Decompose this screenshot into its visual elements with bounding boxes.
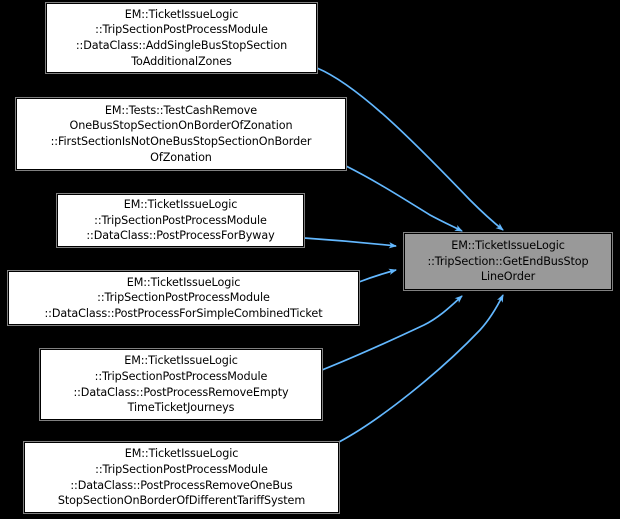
caller-node-label: EM::TicketIssueLogic ::TripSectionPostPr… bbox=[73, 354, 289, 415]
call-edge bbox=[303, 237, 397, 249]
caller-node-post-process-for-byway[interactable]: EM::TicketIssueLogic ::TripSectionPostPr… bbox=[56, 193, 305, 248]
caller-node-add-single-bus-stop-section-to-additional-zones[interactable]: EM::TicketIssueLogic ::TripSectionPostPr… bbox=[45, 2, 318, 74]
caller-node-post-process-remove-one-bus-stop-section-on-border-of-different-tariff-system[interactable]: EM::TicketIssueLogic ::TripSectionPostPr… bbox=[23, 441, 340, 514]
caller-node-label: EM::TicketIssueLogic ::TripSectionPostPr… bbox=[86, 198, 275, 243]
call-edge bbox=[338, 294, 504, 443]
target-node-get-end-bus-stop-line-order[interactable]: EM::TicketIssueLogic ::TripSection::GetE… bbox=[403, 232, 613, 291]
caller-node-post-process-for-simple-combined-ticket[interactable]: EM::TicketIssueLogic ::TripSectionPostPr… bbox=[7, 270, 360, 326]
caller-node-label: EM::TicketIssueLogic ::TripSectionPostPr… bbox=[44, 275, 323, 320]
call-edge bbox=[345, 165, 463, 232]
caller-node-first-section-is-not-one-bus-stop-section-on-border-of-zonation[interactable]: EM::Tests::TestCashRemove OneBusStopSect… bbox=[15, 97, 347, 171]
caller-node-label: EM::TicketIssueLogic ::TripSectionPostPr… bbox=[57, 447, 306, 508]
caller-node-label: EM::Tests::TestCashRemove OneBusStopSect… bbox=[50, 103, 312, 164]
call-edge bbox=[358, 268, 397, 283]
target-node-label: EM::TicketIssueLogic ::TripSection::GetE… bbox=[427, 239, 589, 284]
caller-node-label: EM::TicketIssueLogic ::TripSectionPostPr… bbox=[75, 7, 288, 68]
caller-node-post-process-remove-empty-time-ticket-journeys[interactable]: EM::TicketIssueLogic ::TripSectionPostPr… bbox=[39, 348, 323, 421]
